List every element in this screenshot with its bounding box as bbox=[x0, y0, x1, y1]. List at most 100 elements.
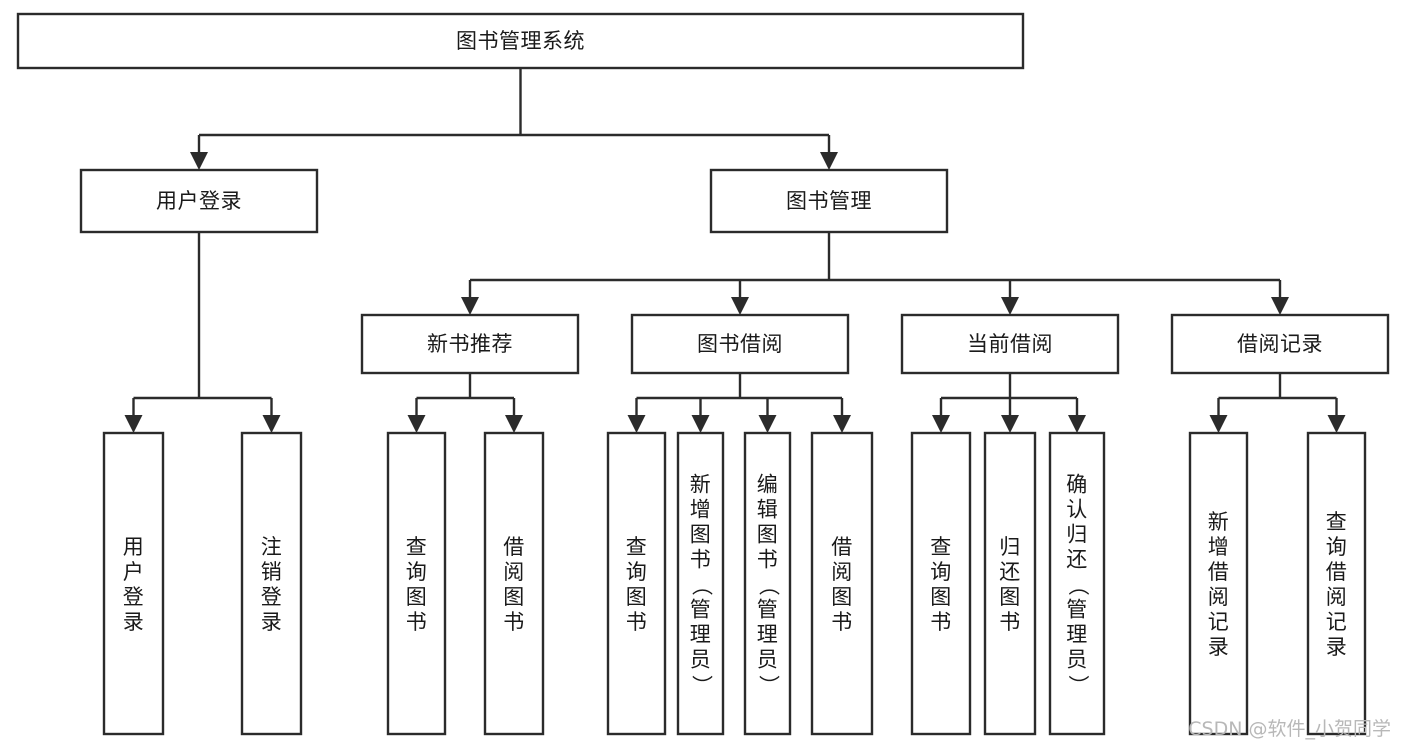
arrow-head bbox=[262, 415, 281, 433]
node-label-leaf-borrow-book-rec-char-3: 书 bbox=[503, 610, 525, 634]
node-current-borrow[interactable]: 当前借阅 bbox=[900, 313, 1120, 375]
node-label-leaf-edit-book-char-7: 员 bbox=[757, 648, 779, 672]
node-box-leaf-borrow-book-rec bbox=[483, 431, 545, 736]
node-label-leaf-edit-book-char-6: 理 bbox=[757, 623, 779, 647]
node-box-leaf-query-book-borrow bbox=[606, 431, 667, 736]
node-label-leaf-borrow-book-char-1: 阅 bbox=[831, 560, 853, 584]
node-label-leaf-query-book-rec-char-3: 书 bbox=[406, 610, 428, 634]
node-label-leaf-edit-book-char-8: ） bbox=[757, 675, 781, 697]
node-book-borrow[interactable]: 图书借阅 bbox=[630, 313, 850, 375]
arrow-head bbox=[1271, 297, 1289, 315]
node-box-leaf-query-book-cur bbox=[910, 431, 972, 736]
node-root[interactable]: 图书管理系统 bbox=[16, 12, 1025, 70]
arrow-head bbox=[731, 297, 749, 315]
node-label-leaf-query-book-rec-char-1: 询 bbox=[406, 560, 428, 584]
node-label-leaf-borrow-book-rec-char-0: 借 bbox=[503, 535, 525, 559]
node-label-leaf-add-book-char-0: 新 bbox=[690, 473, 712, 497]
node-user-login[interactable]: 用户登录 bbox=[79, 168, 319, 234]
node-box-root bbox=[16, 12, 1025, 70]
node-label-leaf-add-record-char-3: 阅 bbox=[1208, 585, 1230, 609]
node-box-leaf-logout bbox=[240, 431, 303, 736]
node-label-root: 图书管理系统 bbox=[456, 29, 585, 53]
node-label-leaf-edit-book-char-0: 编 bbox=[757, 473, 779, 497]
node-label-leaf-confirm-return-char-7: 员 bbox=[1066, 648, 1088, 672]
arrow-head bbox=[820, 152, 838, 170]
node-box-leaf-user-login bbox=[102, 431, 165, 736]
node-label-leaf-confirm-return-char-1: 认 bbox=[1066, 498, 1088, 522]
node-label-leaf-add-record-char-5: 录 bbox=[1208, 635, 1230, 659]
node-label-leaf-return-book-char-3: 书 bbox=[999, 610, 1021, 634]
node-label-leaf-query-book-rec-char-0: 查 bbox=[406, 535, 428, 559]
arrow-head bbox=[407, 415, 426, 433]
node-label-leaf-confirm-return-char-2: 归 bbox=[1066, 523, 1088, 547]
node-label-leaf-return-book-char-1: 还 bbox=[999, 560, 1021, 584]
arrow-head bbox=[1001, 297, 1019, 315]
node-label-leaf-confirm-return-char-3: 还 bbox=[1066, 548, 1088, 572]
node-label-leaf-query-record-char-5: 录 bbox=[1326, 635, 1348, 659]
arrow-head bbox=[1001, 415, 1019, 433]
node-label-leaf-logout-char-0: 注 bbox=[261, 535, 283, 559]
node-label-leaf-borrow-book-rec-char-1: 阅 bbox=[503, 560, 525, 584]
node-new-book-recommend[interactable]: 新书推荐 bbox=[360, 313, 580, 375]
node-leaf-user-login[interactable]: 用户登录 bbox=[102, 431, 165, 736]
node-box-leaf-return-book bbox=[983, 431, 1037, 736]
watermark-text: CSDN @软件_小贺同学 bbox=[1188, 718, 1391, 740]
node-box-leaf-edit-book bbox=[743, 431, 792, 736]
node-box-leaf-query-record bbox=[1306, 431, 1367, 736]
arrow-head bbox=[1209, 415, 1228, 433]
node-box-borrow-record bbox=[1170, 313, 1390, 375]
node-label-leaf-query-record-char-3: 阅 bbox=[1326, 585, 1348, 609]
node-book-manage[interactable]: 图书管理 bbox=[709, 168, 949, 234]
node-label-leaf-confirm-return-char-4: （ bbox=[1066, 575, 1090, 597]
node-label-leaf-add-book-char-5: 管 bbox=[690, 598, 712, 622]
node-label-leaf-logout-char-2: 登 bbox=[261, 585, 283, 609]
node-label-leaf-edit-book-char-5: 管 bbox=[757, 598, 779, 622]
node-label-leaf-query-record-char-2: 借 bbox=[1326, 560, 1348, 584]
node-label-leaf-borrow-book-rec-char-2: 图 bbox=[503, 585, 525, 609]
node-label-leaf-edit-book-char-1: 辑 bbox=[757, 498, 779, 522]
node-label-leaf-add-record-char-0: 新 bbox=[1208, 510, 1230, 534]
node-label-leaf-add-record-char-2: 借 bbox=[1208, 560, 1230, 584]
node-label-current-borrow: 当前借阅 bbox=[967, 332, 1053, 356]
node-label-leaf-confirm-return-char-5: 管 bbox=[1066, 598, 1088, 622]
arrow-head bbox=[833, 415, 851, 433]
node-label-leaf-query-book-borrow-char-2: 图 bbox=[626, 585, 648, 609]
arrow-head bbox=[627, 415, 646, 433]
node-label-leaf-query-book-cur-char-1: 询 bbox=[930, 560, 952, 584]
node-label-leaf-borrow-book-char-2: 图 bbox=[831, 585, 853, 609]
node-box-user-login bbox=[79, 168, 319, 234]
node-box-leaf-confirm-return bbox=[1048, 431, 1106, 736]
node-label-leaf-user-login-char-3: 录 bbox=[123, 610, 145, 634]
arrow-head bbox=[691, 415, 710, 433]
node-label-leaf-query-book-rec-char-2: 图 bbox=[406, 585, 428, 609]
node-label-leaf-add-book-char-2: 图 bbox=[690, 523, 712, 547]
node-box-leaf-add-book bbox=[676, 431, 725, 736]
node-label-leaf-query-book-borrow-char-1: 询 bbox=[626, 560, 648, 584]
node-label-leaf-confirm-return-char-8: ） bbox=[1066, 675, 1090, 697]
node-label-book-manage: 图书管理 bbox=[786, 189, 872, 213]
node-label-leaf-return-book-char-0: 归 bbox=[999, 535, 1021, 559]
node-label-leaf-query-book-cur-char-0: 查 bbox=[930, 535, 952, 559]
node-label-leaf-edit-book-char-2: 图 bbox=[757, 523, 779, 547]
node-box-leaf-add-record bbox=[1188, 431, 1249, 736]
node-label-leaf-user-login-char-1: 户 bbox=[123, 560, 145, 584]
node-box-leaf-borrow-book bbox=[810, 431, 874, 736]
node-box-book-borrow bbox=[630, 313, 850, 375]
node-label-leaf-query-book-cur-char-2: 图 bbox=[930, 585, 952, 609]
node-label-leaf-logout-char-3: 录 bbox=[261, 610, 283, 634]
node-borrow-record[interactable]: 借阅记录 bbox=[1170, 313, 1390, 375]
